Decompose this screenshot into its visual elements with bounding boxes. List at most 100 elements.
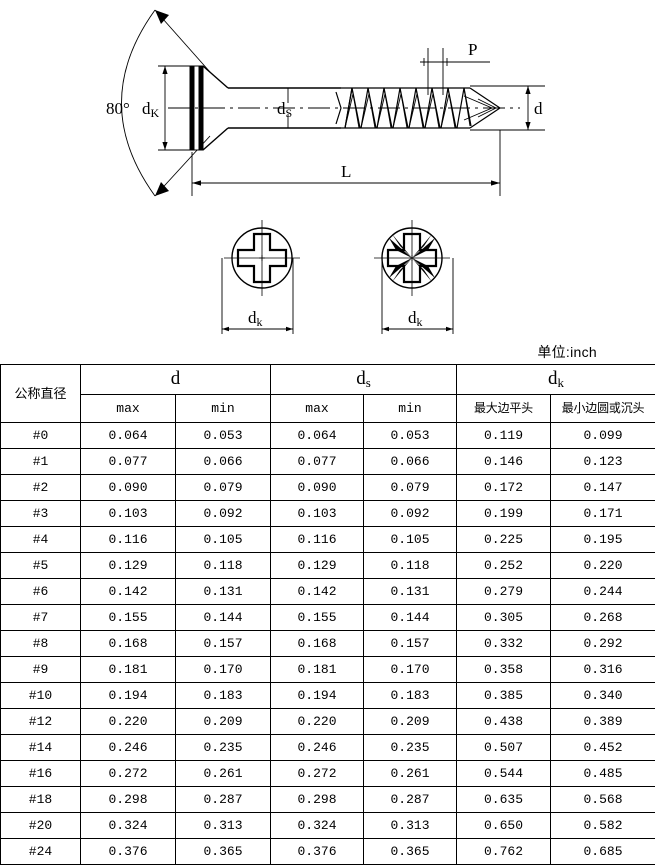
cell-value: 0.272	[271, 761, 364, 787]
cell-value: 0.209	[364, 709, 457, 735]
group-ds-sub: s	[366, 375, 371, 390]
cell-nominal-diameter: #20	[1, 813, 81, 839]
cell-value: 0.268	[551, 605, 655, 631]
cell-nominal-diameter: #2	[1, 475, 81, 501]
cell-value: 0.544	[457, 761, 551, 787]
cell-value: 0.129	[271, 553, 364, 579]
cell-nominal-diameter: #6	[1, 579, 81, 605]
cell-value: 0.305	[457, 605, 551, 631]
cell-value: 0.170	[176, 657, 271, 683]
shank-diameter-label: dS	[277, 99, 292, 120]
cell-value: 0.118	[176, 553, 271, 579]
col-header-d-min: min	[176, 395, 271, 423]
cell-value: 0.181	[271, 657, 364, 683]
cell-value: 0.235	[364, 735, 457, 761]
cell-value: 0.376	[271, 839, 364, 865]
cell-value: 0.385	[457, 683, 551, 709]
col-header-dk-flat-max: 最大边平头	[457, 395, 551, 423]
cell-value: 0.064	[271, 423, 364, 449]
cell-nominal-diameter: #3	[1, 501, 81, 527]
angle-label: 80°	[106, 99, 130, 118]
cell-nominal-diameter: #0	[1, 423, 81, 449]
cell-value: 0.147	[551, 475, 655, 501]
cell-value: 0.090	[271, 475, 364, 501]
cell-value: 0.199	[457, 501, 551, 527]
cell-value: 0.142	[271, 579, 364, 605]
cell-value: 0.376	[81, 839, 176, 865]
drawing-canvas: 80° dK dS P d L dk dk	[0, 0, 655, 362]
group-header-row: 公称直径 d ds dk	[1, 365, 655, 395]
cell-value: 0.077	[271, 449, 364, 475]
cell-value: 0.131	[364, 579, 457, 605]
cell-value: 0.079	[176, 475, 271, 501]
cell-value: 0.272	[81, 761, 176, 787]
cell-value: 0.168	[271, 631, 364, 657]
cell-value: 0.142	[81, 579, 176, 605]
cell-value: 0.066	[176, 449, 271, 475]
cell-value: 0.157	[176, 631, 271, 657]
cell-value: 0.287	[364, 787, 457, 813]
cell-value: 0.144	[176, 605, 271, 631]
cell-value: 0.358	[457, 657, 551, 683]
sub-header-row: max min max min 最大边平头 最小边圆或沉头	[1, 395, 655, 423]
cell-value: 0.181	[81, 657, 176, 683]
cell-value: 0.053	[176, 423, 271, 449]
cell-value: 0.332	[457, 631, 551, 657]
cell-value: 0.313	[364, 813, 457, 839]
head-diameter-label: dK	[142, 99, 160, 120]
cell-value: 0.155	[81, 605, 176, 631]
cell-nominal-diameter: #10	[1, 683, 81, 709]
cell-value: 0.129	[81, 553, 176, 579]
cell-value: 0.635	[457, 787, 551, 813]
cell-nominal-diameter: #7	[1, 605, 81, 631]
dk-label-phillips: dk	[248, 308, 263, 329]
cell-value: 0.324	[271, 813, 364, 839]
cell-value: 0.168	[81, 631, 176, 657]
cell-value: 0.365	[176, 839, 271, 865]
cell-value: 0.172	[457, 475, 551, 501]
cell-value: 0.261	[176, 761, 271, 787]
cell-value: 0.092	[176, 501, 271, 527]
cell-value: 0.079	[364, 475, 457, 501]
unit-note: 单位:inch	[537, 342, 597, 362]
cell-value: 0.313	[176, 813, 271, 839]
cell-value: 0.762	[457, 839, 551, 865]
cell-value: 0.220	[81, 709, 176, 735]
cell-value: 0.194	[271, 683, 364, 709]
cell-nominal-diameter: #9	[1, 657, 81, 683]
cell-value: 0.195	[551, 527, 655, 553]
cell-value: 0.105	[364, 527, 457, 553]
cell-value: 0.183	[364, 683, 457, 709]
cell-value: 0.287	[176, 787, 271, 813]
cell-value: 0.090	[81, 475, 176, 501]
cell-value: 0.452	[551, 735, 655, 761]
cell-value: 0.246	[271, 735, 364, 761]
cell-value: 0.298	[271, 787, 364, 813]
cell-value: 0.116	[81, 527, 176, 553]
cell-value: 0.194	[81, 683, 176, 709]
cell-value: 0.650	[457, 813, 551, 839]
dimension-table: 公称直径 d ds dk max min max min 最大边平头 最小边圆或…	[0, 364, 655, 865]
cell-value: 0.092	[364, 501, 457, 527]
cell-value: 0.389	[551, 709, 655, 735]
dk-label-pozidriv: dk	[408, 308, 423, 329]
cell-value: 0.235	[176, 735, 271, 761]
cell-value: 0.507	[457, 735, 551, 761]
col-header-d-max: max	[81, 395, 176, 423]
cell-value: 0.155	[271, 605, 364, 631]
cell-value: 0.292	[551, 631, 655, 657]
cell-value: 0.298	[81, 787, 176, 813]
cell-value: 0.244	[551, 579, 655, 605]
